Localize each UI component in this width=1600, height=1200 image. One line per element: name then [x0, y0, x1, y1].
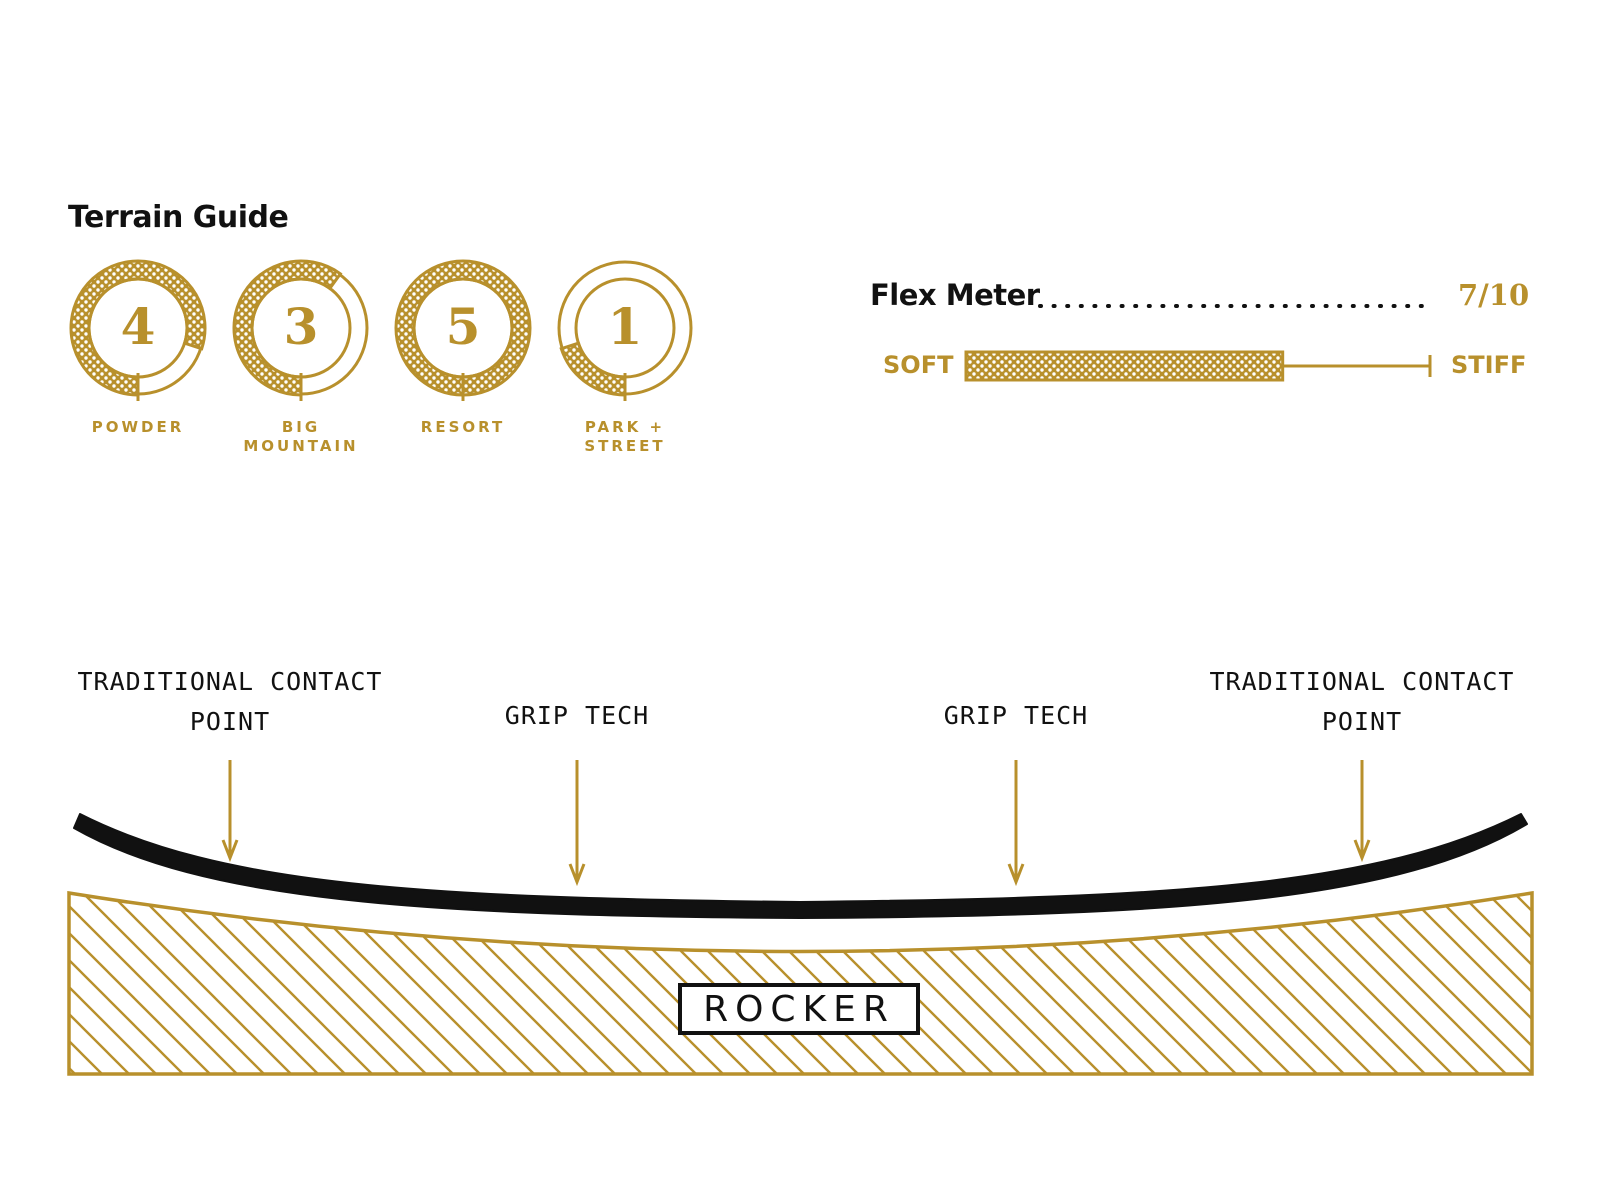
- profile-callout-line: GRIP TECH: [943, 701, 1089, 730]
- flex-stiff-label: STIFF: [1451, 351, 1527, 379]
- board-profile: [73, 813, 1528, 919]
- terrain-badge-value: 1: [607, 297, 643, 356]
- flex-meter-title-text: Flex Meter: [870, 278, 1040, 312]
- terrain-badge-label: POWDER: [48, 418, 228, 437]
- terrain-guide-title: Terrain Guide: [68, 200, 289, 235]
- terrain-badge-label-line: MOUNTAIN: [243, 437, 359, 455]
- profile-callout: GRIP TECH: [397, 696, 757, 736]
- terrain-badge-label-line: BIG: [281, 418, 321, 436]
- terrain-badge-value: 5: [445, 297, 481, 356]
- terrain-badge: [394, 259, 532, 401]
- terrain-badge-label-line: STREET: [584, 437, 666, 455]
- callout-arrow-head: [221, 839, 239, 863]
- flex-meter-value: 7/10: [1458, 278, 1530, 312]
- terrain-badge-value: 4: [120, 297, 156, 356]
- terrain-badge-label: RESORT: [373, 418, 553, 437]
- flex-meter: [964, 304, 1432, 382]
- terrain-badge-label-line: POWDER: [91, 418, 185, 436]
- terrain-badge-label-line: PARK +: [584, 418, 666, 436]
- terrain-badge-label-line: RESORT: [420, 418, 506, 436]
- callout-arrow-head: [568, 863, 586, 887]
- profile-callout-line: GRIP TECH: [504, 701, 650, 730]
- flex-soft-label: SOFT: [883, 351, 954, 379]
- profile-callout-line: TRADITIONAL CONTACT: [1209, 667, 1515, 696]
- terrain-badge: [69, 259, 207, 401]
- flex-meter-fill: [964, 350, 1285, 382]
- callout-arrow: [568, 760, 586, 887]
- callout-arrow-head: [1353, 839, 1371, 863]
- callout-arrow: [221, 760, 239, 863]
- rocker-label: ROCKER: [703, 988, 895, 1030]
- rocker-label-box: ROCKER: [678, 983, 920, 1035]
- callout-arrow-head: [1007, 863, 1025, 887]
- callout-arrow: [1007, 760, 1025, 887]
- terrain-badge: [232, 259, 369, 401]
- flex-meter-title: Flex Meter: [870, 278, 1040, 312]
- profile-callout: TRADITIONAL CONTACT POINT: [1182, 662, 1542, 742]
- terrain-badge-value: 3: [283, 297, 319, 356]
- profile-callout-line: POINT: [1321, 707, 1403, 736]
- terrain-badge: [557, 260, 693, 401]
- callout-arrow: [1353, 760, 1371, 863]
- profile-callout-line: TRADITIONAL CONTACT: [77, 667, 383, 696]
- terrain-badge-label: PARK +STREET: [535, 418, 715, 456]
- profile-callout: TRADITIONAL CONTACT POINT: [50, 662, 410, 742]
- profile-callout-line: POINT: [189, 707, 271, 736]
- profile-callout: GRIP TECH: [836, 696, 1196, 736]
